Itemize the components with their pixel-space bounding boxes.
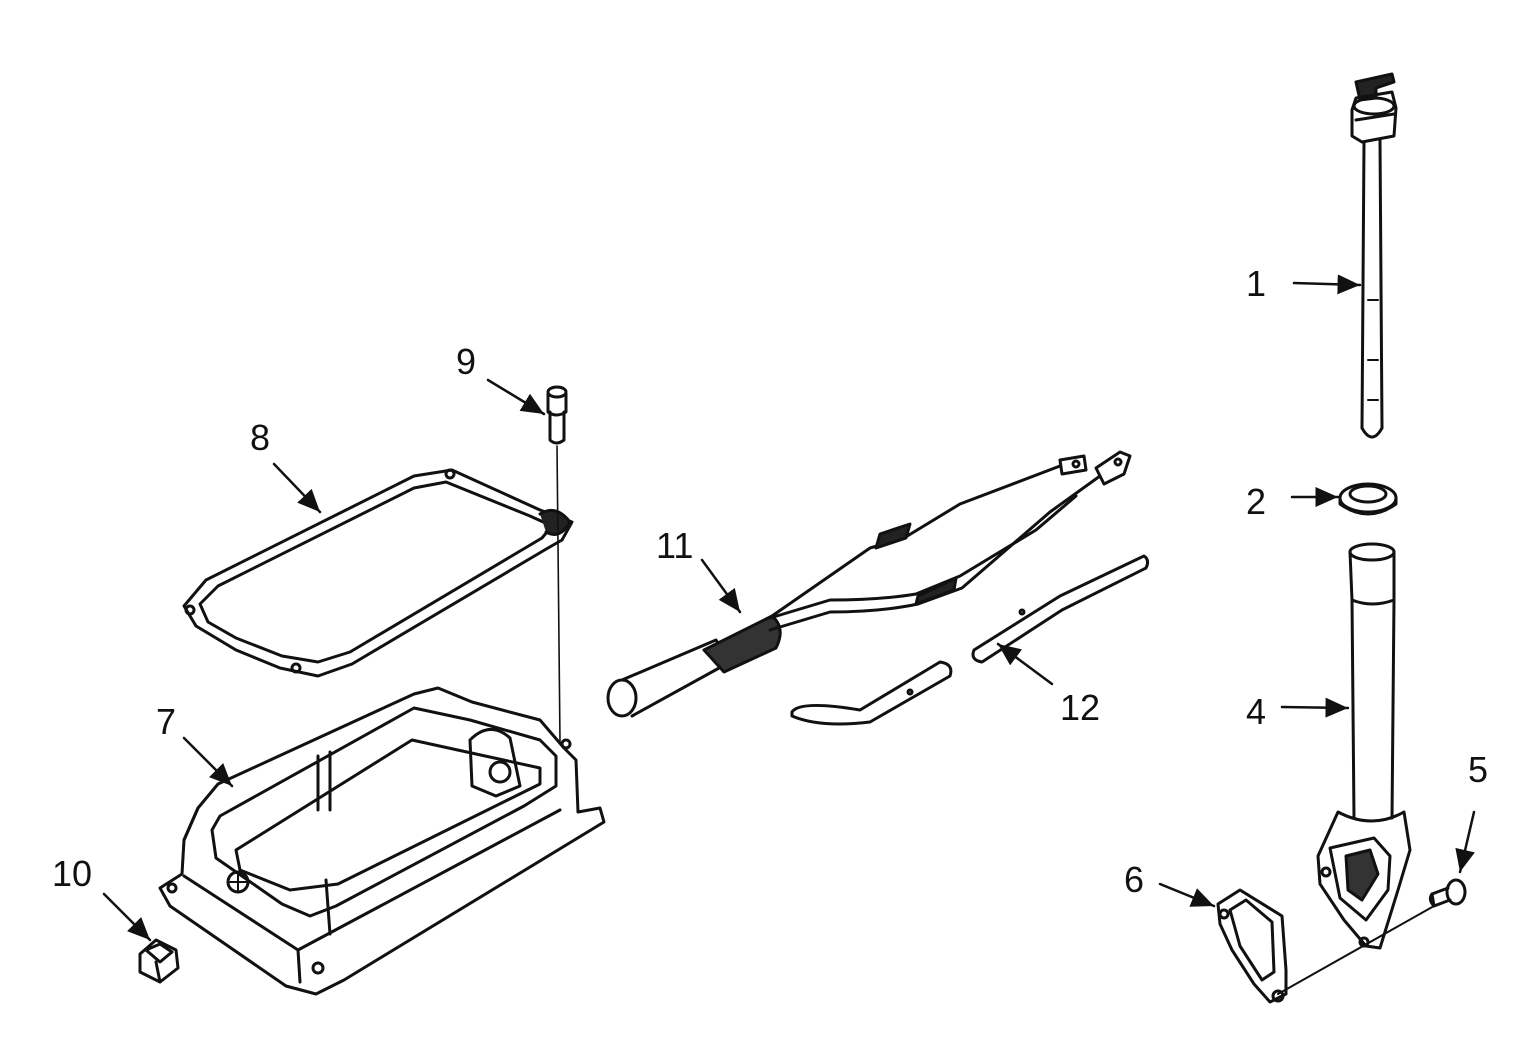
leader-arrows (102, 274, 1476, 942)
oil-heater-part (606, 450, 1132, 718)
bolt-part (1277, 878, 1467, 995)
callout-9: 9 (456, 341, 477, 382)
callout-8: 8 (250, 417, 271, 458)
callout-10: 10 (52, 853, 93, 894)
dipstick-part (1350, 72, 1398, 439)
dipstick-tube-part (1316, 542, 1412, 950)
pan-gasket-part (182, 468, 574, 678)
callout-1: 1 (1246, 263, 1267, 304)
cap-screw-part (546, 385, 568, 743)
o-ring-part (1338, 482, 1398, 516)
callout-11: 11 (656, 525, 694, 566)
callout-5: 5 (1468, 749, 1489, 790)
callout-2: 2 (1246, 481, 1267, 522)
callout-12: 12 (1060, 687, 1101, 728)
callout-7: 7 (156, 701, 177, 742)
sleeve-part (790, 554, 1150, 726)
oil-pan-part (158, 686, 606, 996)
callout-4: 4 (1246, 691, 1267, 732)
gasket-part (1216, 888, 1288, 1004)
callout-6: 6 (1124, 859, 1145, 900)
drain-plug-part (138, 938, 180, 984)
